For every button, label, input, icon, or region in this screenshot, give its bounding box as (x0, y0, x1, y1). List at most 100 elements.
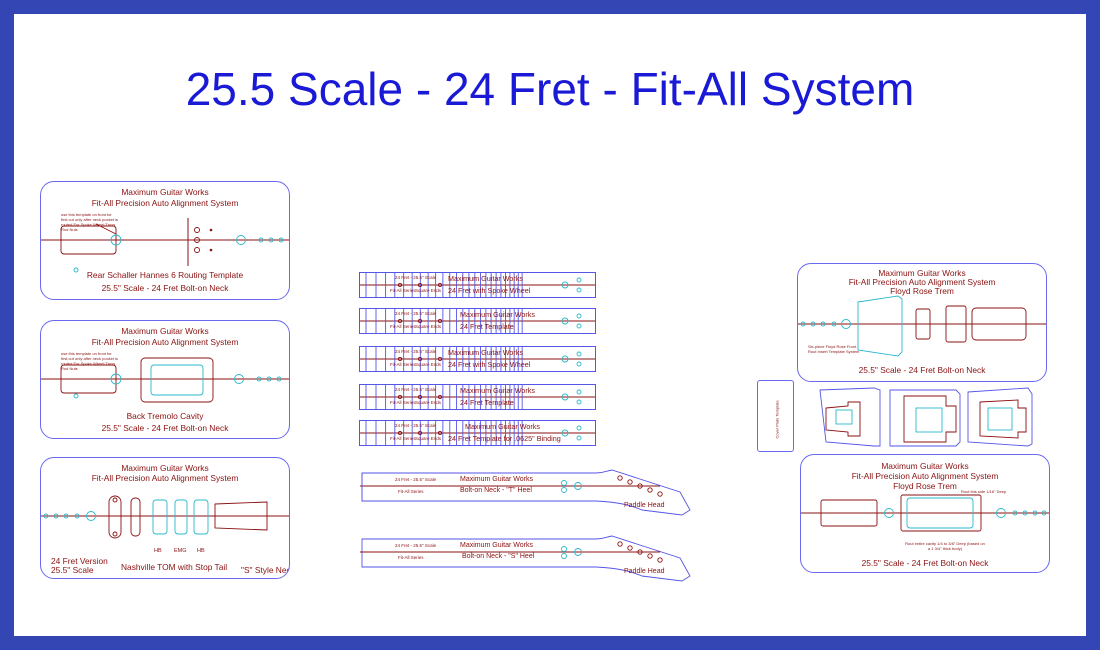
cover-plate-template[interactable]: Cover Plate Template (757, 380, 794, 452)
fret-marker (561, 429, 569, 437)
rear-schaller-drawing (41, 218, 289, 273)
fretboard-square: Square Ends (415, 362, 442, 367)
panel-scale: 25.5" Scale - 24 Fret Bolt-on Neck (858, 365, 986, 375)
fretboard-square: Square Ends (415, 288, 442, 293)
panel-trem: Floyd Rose Trem (893, 481, 957, 491)
fretboard-drawing (360, 347, 595, 371)
neck-tag: 24 Fret - 25.5" Scale (395, 477, 437, 482)
fretboard-drawing (360, 309, 595, 333)
panel-trem: Floyd Rose Trem (890, 286, 954, 296)
fret-marker (437, 356, 443, 362)
fretboard-tag: 24 Fret - 25.5" Scale (395, 275, 437, 280)
fret-marker (576, 351, 582, 357)
panel-note: Six-piece Floyd Rose Front Rout Insert T… (808, 344, 860, 354)
neck-head: Paddle Head (624, 502, 665, 509)
fretboard-drawing (360, 421, 595, 445)
fretboard-series: Fit-All Series (390, 400, 416, 405)
fretboard-label: 24 Fret Template for .0625" Binding (448, 434, 561, 443)
fret-marker (561, 355, 569, 363)
fret-marker (397, 394, 403, 400)
fret-marker (576, 399, 582, 405)
panel-nashville[interactable]: Maximum Guitar Works Fit-All Precision A… (40, 457, 290, 579)
panel-system: Fit-All Precision Auto Alignment System (848, 277, 996, 287)
fret-marker (576, 361, 582, 367)
neck-brand: Maximum Guitar Works (460, 476, 533, 483)
fretboard-tag: 24 Fret - 25.5" Scale (395, 387, 437, 392)
floyd-top-drawing (798, 295, 1046, 357)
fret-marker (437, 430, 443, 436)
fretboard-label: 24 Fret with Spoke Wheel (448, 286, 531, 295)
panel-label: Rear Schaller Hannes 6 Routing Template (86, 270, 244, 280)
panel-brand: Maximum Guitar Works (121, 463, 209, 473)
fret-marker (437, 394, 443, 400)
pickup-label-emg: EMG (174, 548, 187, 554)
fret-marker (561, 281, 569, 289)
fretboard-drawing (360, 385, 595, 409)
back-tremolo-drawing (41, 357, 289, 403)
panel-system: Fit-All Precision Auto Alignment System (91, 473, 239, 483)
panel-note: use this template on front for first cut… (61, 212, 118, 232)
fret-marker (576, 287, 582, 293)
fretboard-template[interactable]: 24 Fret - 25.5" Scale Fit-All Series Squ… (359, 272, 596, 298)
fretboard-brand: Maximum Guitar Works (448, 274, 523, 283)
fretboard-template[interactable]: 24 Fret - 25.5" Scale Fit-All Series Squ… (359, 420, 596, 446)
page-title: 25.5 Scale - 24 Fret - Fit-All System (185, 63, 915, 115)
fretboard-brand: Maximum Guitar Works (465, 422, 540, 431)
fret-marker (417, 282, 423, 288)
fret-marker (561, 317, 569, 325)
floyd-bottom-drawing (801, 494, 1049, 532)
panel-floyd-rose-bottom[interactable]: Maximum Guitar Works Fit-All Precision A… (800, 454, 1050, 573)
fret-marker (576, 313, 582, 319)
fretboard-label: 24 Fret with Spoke Wheel (448, 360, 531, 369)
fret-marker (397, 430, 403, 436)
panel-label: Back Tremolo Cavity (126, 411, 204, 421)
cover-plate-label: Cover Plate Template (774, 400, 780, 439)
panel-note-rout-side: Rout this side 1/16" Deep (961, 489, 1007, 494)
fretboard-series: Fit-All Series (390, 288, 416, 293)
fret-marker (437, 282, 443, 288)
fretboard-drawing (360, 273, 595, 297)
fretboard-template[interactable]: 24 Fret - 25.5" Scale Fit-All Series Squ… (359, 384, 596, 410)
nashville-drawing (41, 495, 289, 539)
pickup-label-hb: HB (197, 548, 205, 554)
fret-marker (417, 430, 423, 436)
neck-template-t-heel[interactable] (360, 469, 691, 516)
panel-system: Fit-All Precision Auto Alignment System (851, 471, 999, 481)
fretboard-series: Fit-All Series (390, 362, 416, 367)
panel-version: 24 Fret Version (51, 556, 108, 566)
fret-marker (576, 389, 582, 395)
neck-head: Paddle Head (624, 568, 665, 575)
floyd-insert-templates[interactable] (818, 387, 1048, 448)
fretboard-template[interactable]: 24 Fret - 25.5" Scale Fit-All Series Squ… (359, 346, 596, 372)
panel-label: Nashville TOM with Stop Tail (121, 562, 228, 572)
neck-label: Bolt-on Neck - "S" Heel (462, 553, 535, 560)
fret-marker (417, 356, 423, 362)
fretboard-brand: Maximum Guitar Works (460, 310, 535, 319)
panel-brand: Maximum Guitar Works (878, 268, 966, 278)
fretboard-tag: 24 Fret - 25.5" Scale (395, 349, 437, 354)
fretboard-label: 24 Fret Template (460, 322, 514, 331)
fret-marker (576, 435, 582, 441)
pickup-label-hb: HB (154, 548, 162, 554)
fretboard-brand: Maximum Guitar Works (460, 386, 535, 395)
fret-marker (397, 282, 403, 288)
fretboard-series: Fit-All Series (390, 324, 416, 329)
neck-brand: Maximum Guitar Works (460, 542, 533, 549)
fretboard-square: Square Ends (415, 400, 442, 405)
panel-rear-schaller[interactable]: Maximum Guitar Works Fit-All Precision A… (40, 181, 290, 300)
fretboard-square: Square Ends (415, 324, 442, 329)
fret-marker (417, 394, 423, 400)
panel-scale: 25.5" Scale (51, 565, 94, 575)
panel-brand: Maximum Guitar Works (121, 326, 209, 336)
neck-template-s-heel[interactable] (360, 535, 691, 582)
panel-scale: 25.5" Scale - 24 Fret Bolt-on Neck (861, 558, 989, 568)
fret-marker (417, 318, 423, 324)
panel-brand: Maximum Guitar Works (121, 187, 209, 197)
fret-marker (561, 393, 569, 401)
fretboard-template[interactable]: 24 Fret - 25.5" Scale Fit-All Series Squ… (359, 308, 596, 334)
panel-back-tremolo[interactable]: Maximum Guitar Works Fit-All Precision A… (40, 320, 290, 439)
panel-floyd-rose-top[interactable]: Maximum Guitar Works Fit-All Precision A… (797, 263, 1047, 382)
fret-marker (576, 425, 582, 431)
fret-marker (576, 277, 582, 283)
fret-marker (437, 318, 443, 324)
